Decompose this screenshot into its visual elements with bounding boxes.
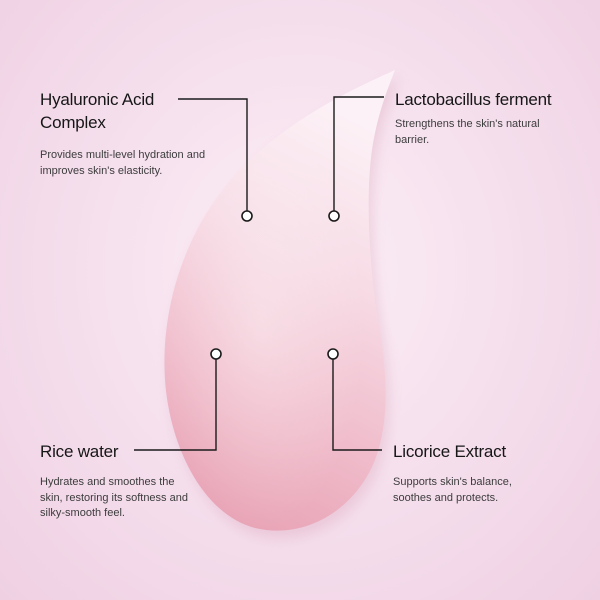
callout-title: Hyaluronic Acid Complex <box>40 88 250 134</box>
title-line: Hyaluronic Acid <box>40 90 155 109</box>
callout-description: Supports skin's balance, soothes and pro… <box>393 476 512 504</box>
callout-title: Licorice Extract <box>393 440 588 463</box>
callout-description: Strengthens the skin's natural barrier. <box>395 118 540 146</box>
callout-title: Lactobacillus ferment <box>395 88 590 111</box>
title-line: Rice water <box>40 442 119 461</box>
callout-hyaluronic-acid: Hyaluronic Acid Complex Provides multi-l… <box>40 88 250 179</box>
title-line: Complex <box>40 113 106 132</box>
title-line: Lactobacillus ferment <box>395 90 552 109</box>
title-line: Licorice Extract <box>393 442 507 461</box>
callout-description: Hydrates and smoothes the skin, restorin… <box>40 476 188 519</box>
callout-lactobacillus: Lactobacillus ferment Strengthens the sk… <box>395 88 590 148</box>
callout-rice-water: Rice water Hydrates and smoothes the ski… <box>40 440 200 522</box>
callout-title: Rice water <box>40 440 200 463</box>
callout-description: Provides multi-level hydration and impro… <box>40 149 206 177</box>
callout-licorice-extract: Licorice Extract Supports skin's balance… <box>393 440 588 506</box>
